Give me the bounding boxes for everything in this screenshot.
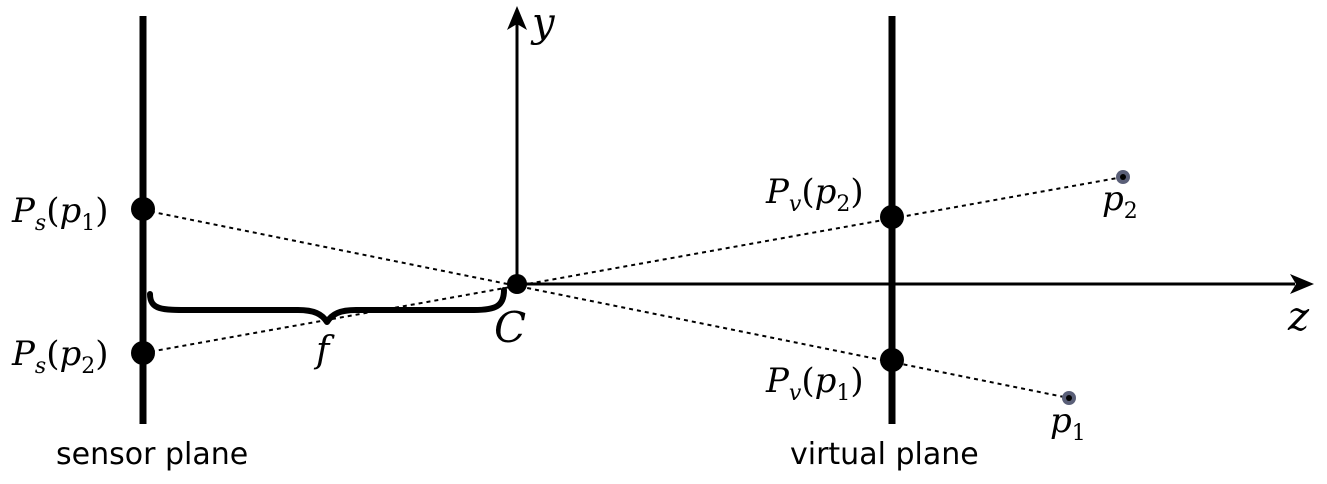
sensor-plane-caption: sensor plane xyxy=(56,437,248,472)
camera-center-point xyxy=(507,274,527,294)
label-virtual-p1: Pv(p1) xyxy=(765,361,864,406)
virtual-plane-caption: virtual plane xyxy=(790,437,979,472)
ray-p2 xyxy=(142,176,1124,354)
focal-length-brace xyxy=(147,287,507,325)
z-axis-arrowhead xyxy=(1290,274,1314,294)
label-p2: p2 xyxy=(1102,179,1138,224)
label-p1: p1 xyxy=(1050,401,1086,446)
y-axis-arrowhead xyxy=(507,6,527,30)
sensor-point-p1 xyxy=(131,197,155,221)
label-virtual-p2: Pv(p2) xyxy=(765,172,864,217)
world-point-p1 xyxy=(1062,391,1076,405)
sensor-point-p2 xyxy=(131,341,155,365)
label-sensor-p1: Ps(p1) xyxy=(11,191,108,236)
label-sensor-p2: Ps(p2) xyxy=(11,334,108,379)
camera-center-label: C xyxy=(494,303,526,352)
ray-p1 xyxy=(142,209,1070,399)
focal-length-label: f xyxy=(313,330,335,371)
y-axis-label: y xyxy=(530,0,556,46)
world-point-p2 xyxy=(1116,170,1130,184)
z-axis-label: z xyxy=(1287,294,1310,340)
virtual-point-p2 xyxy=(880,205,904,229)
virtual-point-p1 xyxy=(880,348,904,372)
